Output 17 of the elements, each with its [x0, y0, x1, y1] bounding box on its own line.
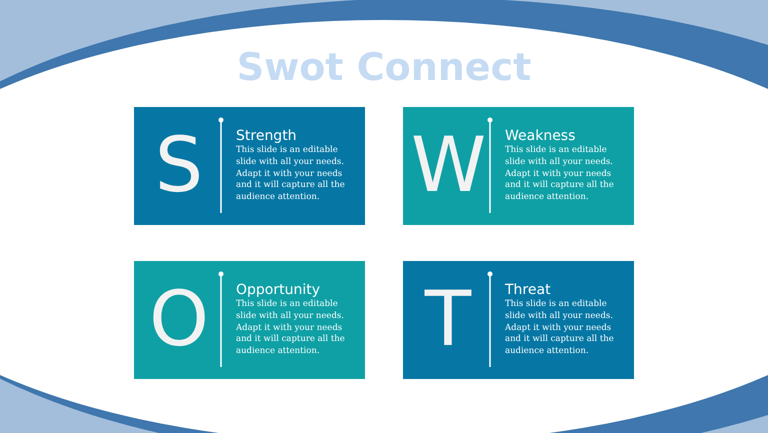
card-body: This slide is an editable slide with all your needs. Adapt it with your needs and it will capture all the audience attention.: [236, 145, 346, 204]
card-body: This slide is an editable slide with all your needs. Adapt it with your needs and it will capture all the audience attention.: [236, 299, 346, 358]
card-heading: Strength: [236, 127, 298, 145]
card-body: This slide is an editable slide with all your needs. Adapt it with your needs and it will capture all the audience attention.: [505, 145, 615, 204]
swot-card: [134, 261, 365, 379]
swot-letter: T: [424, 279, 472, 359]
title: Swot Connect: [236, 44, 532, 90]
card-heading: Opportunity: [236, 281, 322, 299]
swot-letter: W: [411, 125, 485, 205]
swot-card: [134, 107, 365, 225]
swot-letter: S: [154, 125, 204, 205]
swot-letter: O: [148, 279, 210, 359]
card-heading: Weakness: [505, 127, 576, 145]
card-heading: Threat: [505, 281, 552, 299]
card-body: This slide is an editable slide with all your needs. Adapt it with your needs and it will capture all the audience attention.: [505, 299, 615, 358]
swot-card: [403, 261, 634, 379]
swot-card: [403, 107, 634, 225]
